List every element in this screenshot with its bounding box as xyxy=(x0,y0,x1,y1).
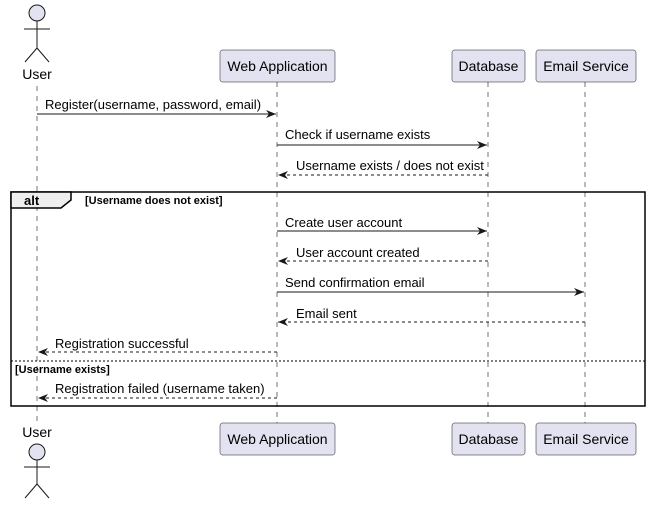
message-username-exists-reply: Username exists / does not exist xyxy=(278,158,488,179)
participant-label: Database xyxy=(459,58,519,74)
message-label: User account created xyxy=(296,245,420,260)
alt-tab xyxy=(10,191,72,209)
alt-guard-else: [Username exists] xyxy=(15,364,110,376)
message-registration-successful: Registration successful xyxy=(38,336,277,356)
message-send-confirmation: Send confirmation email xyxy=(277,275,584,296)
message-account-created-reply: User account created xyxy=(278,245,488,265)
message-registration-failed: Registration failed (username taken) xyxy=(38,381,277,402)
message-create-account: Create user account xyxy=(277,215,487,235)
message-label: Registration successful xyxy=(55,336,189,351)
participant-label: User xyxy=(22,66,52,82)
message-label: Register(username, password, email) xyxy=(45,97,261,112)
participant-web-application-top: Web Application xyxy=(219,49,336,83)
actor-user-top: User xyxy=(22,4,52,82)
participant-web-application-bottom: Web Application xyxy=(219,422,336,456)
participant-database-top: Database xyxy=(451,49,526,83)
participant-label: Email Service xyxy=(543,58,629,74)
alt-fragment: alt [Username does not exist] [Username … xyxy=(10,191,646,407)
message-register: Register(username, password, email) xyxy=(37,97,276,118)
participant-label: User xyxy=(22,424,52,440)
actor-figure-icon xyxy=(24,443,50,499)
message-label: Registration failed (username taken) xyxy=(55,381,265,396)
participant-label: Web Application xyxy=(227,431,327,447)
participant-label: Email Service xyxy=(543,431,629,447)
message-email-sent-reply: Email sent xyxy=(278,306,585,326)
message-check-username: Check if username exists xyxy=(277,127,487,149)
participant-label: Web Application xyxy=(227,58,327,74)
message-label: Create user account xyxy=(285,215,402,230)
participant-email-service-top: Email Service xyxy=(535,49,637,83)
alt-frame xyxy=(10,191,646,407)
actor-figure-icon xyxy=(24,4,50,63)
message-label: Username exists / does not exist xyxy=(296,158,484,173)
participant-database-bottom: Database xyxy=(451,422,526,456)
message-label: Email sent xyxy=(296,306,357,321)
message-label: Send confirmation email xyxy=(285,275,425,290)
alt-guard-main: [Username does not exist] xyxy=(85,195,223,207)
message-label: Check if username exists xyxy=(285,127,431,142)
participant-label: Database xyxy=(459,431,519,447)
participant-email-service-bottom: Email Service xyxy=(535,422,637,456)
alt-keyword: alt xyxy=(24,193,40,208)
actor-user-bottom: User xyxy=(22,424,52,499)
